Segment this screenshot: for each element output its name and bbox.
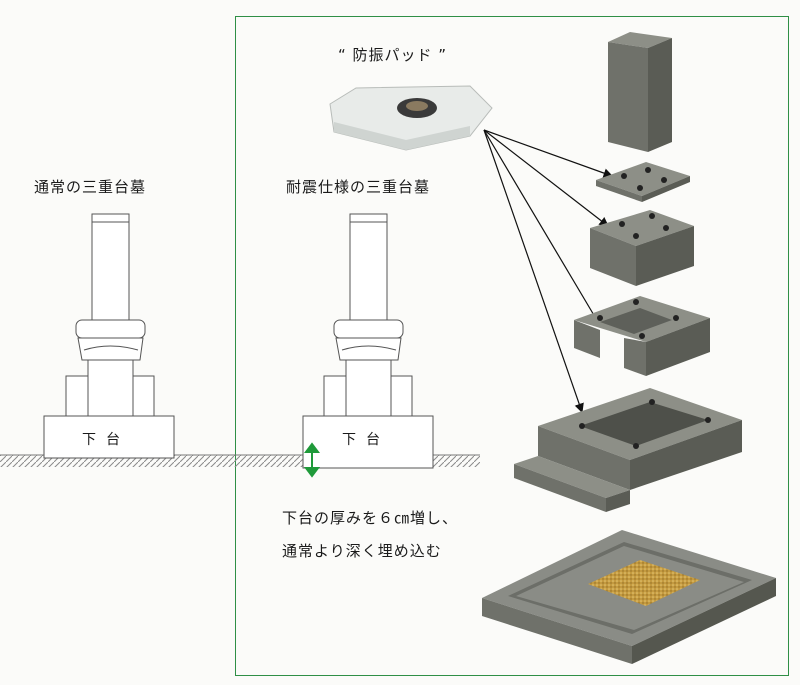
normal-tomb-drawing <box>43 213 175 459</box>
note-line-1: 下台の厚みを６㎝増し、 <box>282 509 459 527</box>
stone-cube <box>590 210 694 286</box>
base-label-seismic: 下台 <box>342 432 390 448</box>
normal-tomb-title: 通常の三重台墓 <box>34 178 147 196</box>
foundation-slab <box>482 530 776 664</box>
stone-u-block <box>574 296 710 376</box>
vibration-pad-illustration <box>329 85 493 151</box>
seismic-tomb-title: 耐震仕様の三重台墓 <box>286 178 431 196</box>
seismic-section-frame <box>235 16 789 676</box>
stone-plate <box>596 162 690 202</box>
vibration-pad-title: “ 防振パッド ” <box>338 46 448 64</box>
thickness-arrow <box>304 442 320 478</box>
stone-pillar <box>608 32 672 152</box>
base-label-normal: 下台 <box>82 432 130 448</box>
stone-base-frame <box>514 388 742 512</box>
seismic-tomb-drawing <box>302 213 434 469</box>
pad-arrows <box>483 129 614 414</box>
note-line-2: 通常より深く埋め込む <box>282 542 442 560</box>
